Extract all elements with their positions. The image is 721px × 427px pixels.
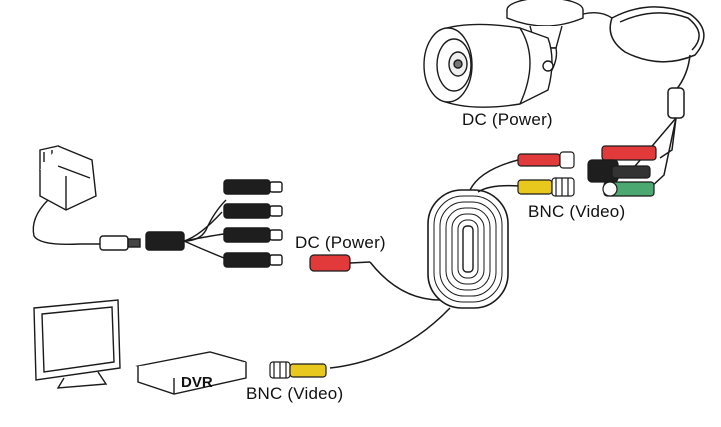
monitor: [33, 299, 121, 389]
camera-dc-power-label: DC (Power): [462, 110, 553, 129]
dvr-box: [135, 351, 247, 395]
bullet-camera: [423, 0, 613, 108]
camera-dc-connector: [601, 145, 657, 161]
coil-connectors: [517, 151, 575, 197]
coil-bnc-connector: [517, 179, 553, 195]
dvr-bnc-video-label: BNC (Video): [246, 384, 344, 403]
coil-dc-connector: [517, 153, 561, 167]
dc-power-connector: [309, 254, 371, 272]
camera-connectors: [587, 145, 657, 197]
dvr-bnc-connector: [269, 361, 327, 379]
camera-bnc-video-label: BNC (Video): [528, 202, 626, 221]
extension-cables: [329, 159, 521, 369]
power-adapter: [32, 145, 141, 251]
dc-splitter: [145, 179, 283, 268]
dvr-label: DVR: [181, 374, 213, 391]
splitter-dc-power-label: DC (Power): [295, 233, 386, 252]
cable-coil: [427, 189, 509, 309]
camera-cable-loop: [609, 6, 705, 189]
